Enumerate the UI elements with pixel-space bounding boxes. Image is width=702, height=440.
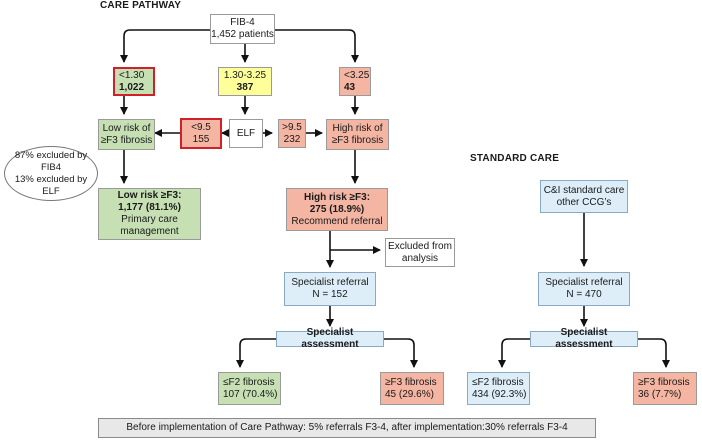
exclusion-note-elf: 13% excluded by ELF — [14, 173, 88, 197]
high-risk-line1: High risk of — [332, 122, 383, 134]
low-risk-box: Low risk of ≥F3 fibrosis — [98, 119, 155, 150]
left-ge-f3-box: ≥F3 fibrosis 45 (29.6%) — [380, 372, 444, 405]
right-ge-f3-box: ≥F3 fibrosis 36 (7.7%) — [633, 372, 697, 405]
low-risk-result-line4: management — [120, 226, 179, 237]
connector-assess-left-r — [498, 338, 530, 368]
fib4-mid-range: 1.30-3.25 — [223, 69, 267, 81]
elf-low-count: 155 — [192, 133, 210, 145]
left-ge-f3-label: ≥F3 fibrosis — [385, 376, 437, 388]
fib4-low-threshold: <1.30 — [119, 69, 145, 81]
high-risk-result-action: Recommend referral — [291, 215, 383, 227]
fib4-high-threshold: <3.25 — [344, 69, 370, 81]
fib4-label: FIB-4 — [230, 17, 255, 28]
heading-care-pathway: CARE PATHWAY — [100, 0, 182, 11]
low-risk-result-title: Low risk ≥F3: — [117, 190, 182, 201]
right-le-f2-count: 434 (92.3%) — [472, 388, 527, 400]
left-ge-f3-count: 45 (29.6%) — [385, 388, 434, 400]
fib4-mid-count: 387 — [236, 81, 254, 93]
specialist-referral-box-right: Specialist referral N = 470 — [538, 272, 630, 306]
high-risk-result-box: High risk ≥F3: 275 (18.9%) Recommend ref… — [286, 188, 388, 231]
excluded-line1: Excluded from — [388, 240, 452, 252]
fib4-mid-box: 1.30-3.25 387 — [218, 67, 272, 96]
specialist-assessment-box-right: Specialist assessment — [530, 327, 638, 350]
specialist-assessment-label-right: Specialist assessment — [555, 327, 613, 350]
connector-assess-right — [384, 338, 418, 368]
specialist-assessment-label-left: Specialist assessment — [301, 327, 359, 350]
specialist-referral-label-left: Specialist referral — [291, 277, 369, 288]
elf-box: ELF — [229, 119, 263, 148]
standard-care-line1: C&I standard care — [543, 184, 625, 196]
elf-high-box: >9.5 232 — [278, 119, 306, 148]
fib4-high-count: 43 — [344, 81, 356, 93]
footer-note-box: Before implementation of Care Pathway: 5… — [98, 418, 596, 438]
fib4-count: 1,452 patients — [211, 29, 274, 40]
excluded-box: Excluded from analysis — [385, 238, 455, 267]
specialist-referral-box-left: Specialist referral N = 152 — [284, 272, 376, 306]
connector-assess-left — [236, 338, 276, 368]
fib4-box: FIB-4 1,452 patients — [210, 14, 275, 44]
specialist-assessment-box-left: Specialist assessment — [276, 327, 384, 350]
right-ge-f3-label: ≥F3 fibrosis — [638, 376, 690, 388]
exclusion-note-ellipse: 87% excluded by FIB4 13% excluded by ELF — [4, 146, 98, 201]
standard-care-box: C&I standard care other CCG’s — [540, 180, 628, 213]
exclusion-note-fib4: 87% excluded by FIB4 — [14, 149, 88, 173]
elf-label: ELF — [236, 127, 256, 139]
specialist-referral-count-left: N = 152 — [312, 289, 348, 300]
low-risk-result-box: Low risk ≥F3: 1,177 (81.1%) Primary care… — [98, 188, 201, 240]
fib4-low-count: 1,022 — [119, 81, 145, 93]
right-le-f2-label: ≤F2 fibrosis — [472, 376, 524, 388]
elf-low-threshold: <9.5 — [191, 121, 211, 133]
high-risk-result-title: High risk ≥F3: — [303, 191, 371, 203]
low-risk-result-count: 1,177 (81.1%) — [118, 202, 181, 213]
excluded-line2: analysis — [401, 252, 439, 264]
high-risk-result-count: 275 (18.9%) — [309, 203, 365, 215]
footer-note: Before implementation of Care Pathway: 5… — [126, 422, 568, 433]
high-risk-box: High risk of ≥F3 fibrosis — [326, 119, 389, 150]
elf-low-box: <9.5 155 — [180, 118, 222, 149]
fib4-high-box: <3.25 43 — [339, 67, 371, 96]
connector-assess-right-r — [638, 338, 670, 368]
standard-care-line2: other CCG’s — [556, 196, 612, 208]
connector-fib4-split — [120, 29, 210, 63]
high-risk-line2: ≥F3 fibrosis — [331, 134, 384, 146]
elf-high-threshold: >9.5 — [282, 121, 302, 133]
connector-fib4-right — [275, 29, 359, 63]
heading-standard-care: STANDARD CARE — [470, 153, 560, 164]
left-le-f2-box: ≤F2 fibrosis 107 (70.4%) — [218, 372, 281, 405]
right-le-f2-box: ≤F2 fibrosis 434 (92.3%) — [467, 372, 530, 405]
low-risk-line2: ≥F3 fibrosis — [100, 134, 153, 146]
left-le-f2-count: 107 (70.4%) — [223, 388, 278, 400]
fib4-low-box: <1.30 1,022 — [113, 67, 155, 96]
elf-high-count: 232 — [283, 133, 301, 145]
specialist-referral-count-right: N = 470 — [566, 289, 602, 300]
left-le-f2-label: ≤F2 fibrosis — [223, 376, 275, 388]
right-ge-f3-count: 36 (7.7%) — [638, 388, 682, 400]
low-risk-result-line3: Primary care — [121, 214, 178, 225]
specialist-referral-label-right: Specialist referral — [545, 277, 623, 288]
low-risk-line1: Low risk of — [102, 122, 151, 134]
